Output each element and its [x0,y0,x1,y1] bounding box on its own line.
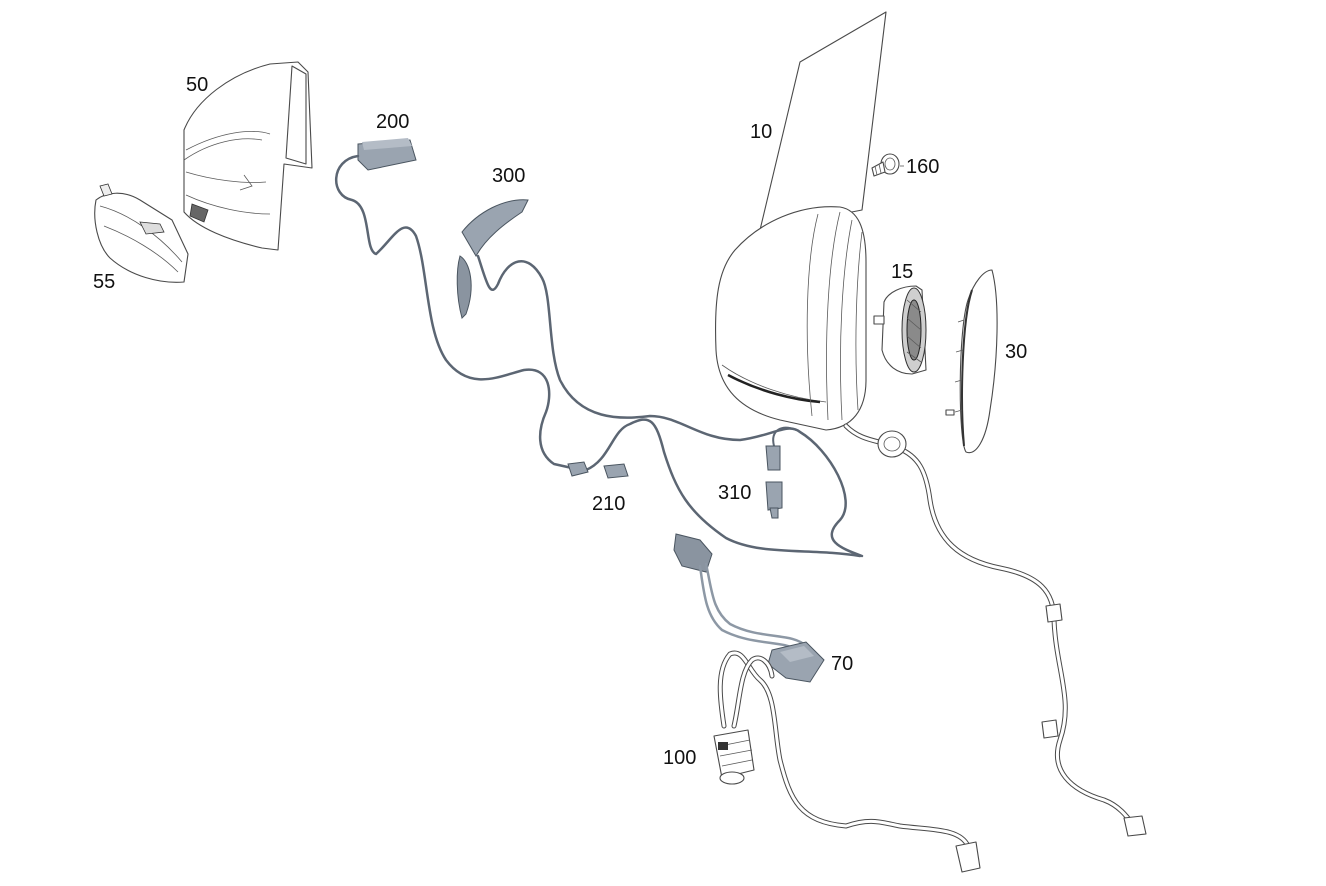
part-30-mirror-glass [945,269,998,454]
part-55-turn-signal [94,183,189,283]
callout-15: 15 [891,261,914,283]
callout-70: 70 [831,653,854,675]
part-50-housing-cap [183,61,313,251]
part-10-mirror-housing [714,206,867,431]
wiring-harness [843,423,1147,837]
callout-10: 10 [750,121,773,143]
callout-310: 310 [718,482,752,504]
part-70-connector-block [673,533,825,683]
callout-160: 160 [906,156,940,178]
callout-100: 100 [663,747,697,769]
part-15-adjuster-motor [873,285,927,375]
callout-50: 50 [186,74,209,96]
part-200-control-module [335,138,862,558]
part-300-puddle-lamp [456,199,864,558]
part-210-connector-pair [567,461,629,479]
part-10-mirror-arm [759,11,887,231]
callout-210: 210 [592,493,626,515]
callout-55: 55 [93,271,116,293]
part-100-camera [713,650,981,873]
part-310-connector-pair [765,445,783,519]
part-160-screw [871,153,900,177]
callout-300: 300 [492,165,526,187]
callout-200: 200 [376,111,410,133]
callout-30: 30 [1005,341,1028,363]
